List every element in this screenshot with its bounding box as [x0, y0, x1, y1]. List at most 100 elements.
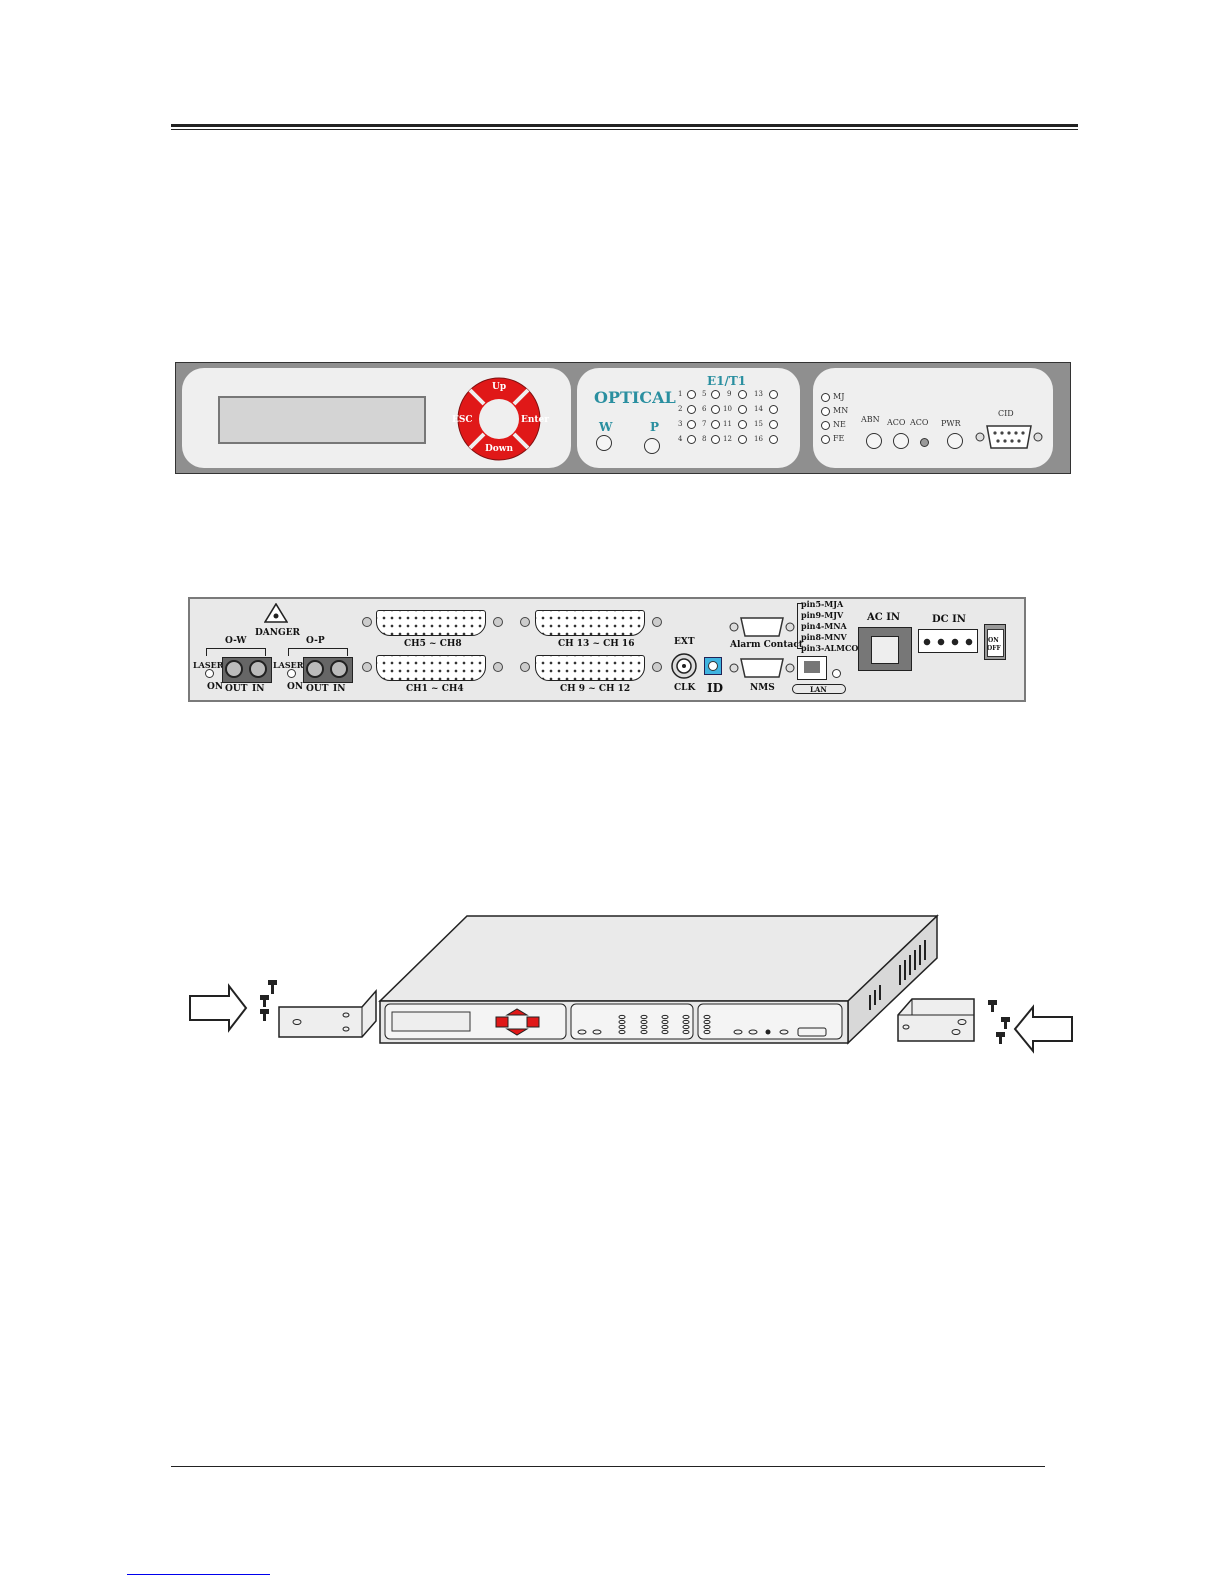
ow-bracket [206, 648, 266, 656]
aco-led-label: ACO [887, 418, 906, 427]
led-port [687, 390, 696, 399]
led-port [769, 405, 778, 414]
screw [520, 662, 530, 672]
screws-right-icon [988, 1000, 1010, 1044]
led-op-laser [287, 669, 296, 678]
front-section-display: Up ESC Enter Down [182, 368, 571, 468]
footer-link-underline[interactable] [127, 1574, 270, 1575]
keypad-mini-icon [495, 1008, 540, 1036]
pin-label: pin8-MNV [801, 632, 847, 642]
key-enter[interactable]: Enter [521, 415, 550, 425]
screw [520, 617, 530, 627]
bnc-connector-icon[interactable] [670, 652, 698, 680]
switch-on-label: ON [988, 637, 999, 644]
led-port [711, 390, 720, 399]
front-panel-diagram: Up ESC Enter Down OPTICAL W P E1/T1 1 2 … [175, 362, 1071, 474]
led-aco [893, 433, 909, 449]
led-port [738, 420, 747, 429]
connector-ch5-ch8[interactable] [376, 610, 486, 636]
keypad-icon [457, 377, 541, 461]
ch1-ch4-label: CH1 ~ CH4 [406, 684, 464, 694]
led-ow-laser [205, 669, 214, 678]
port-label: 12 [723, 435, 732, 443]
led-port [738, 435, 747, 444]
port-label: 6 [702, 405, 707, 413]
port-label: 16 [754, 435, 763, 443]
danger-label: DANGER [255, 628, 301, 638]
port-label: 7 [702, 420, 707, 428]
led-port [769, 420, 778, 429]
cid-db9-connector-icon[interactable] [975, 422, 1043, 452]
port-label: 3 [678, 420, 683, 428]
header-rule-thin [171, 129, 1078, 130]
lan-port[interactable] [797, 656, 827, 680]
connector-ch9-ch12[interactable] [535, 655, 645, 681]
lan-label: LAN [810, 685, 827, 694]
lan-frame [792, 684, 846, 694]
led-optical-w [596, 435, 612, 451]
led-port [711, 435, 720, 444]
front-section-status: OPTICAL W P E1/T1 1 2 3 4 5 6 7 8 9 10 1… [577, 368, 800, 468]
id-rotary-switch[interactable] [704, 657, 722, 675]
ac-inlet-socket-icon [871, 636, 899, 664]
port-label: 13 [754, 390, 763, 398]
led-port [769, 435, 778, 444]
op-in-port[interactable] [330, 660, 348, 678]
lan-port-socket-icon [804, 661, 820, 673]
pin-bracket [797, 603, 803, 649]
port-label: 15 [754, 420, 763, 428]
ch5-ch8-label: CH5 ~ CH8 [404, 639, 462, 649]
led-fe [821, 435, 830, 444]
led-mn [821, 407, 830, 416]
port-label: 8 [702, 435, 707, 443]
ow-on-label: ON [207, 682, 224, 692]
ac-in-label: AC IN [867, 612, 901, 623]
port-label: 14 [754, 405, 763, 413]
op-in-label: IN [333, 684, 346, 694]
led-optical-p [644, 438, 660, 454]
led-pwr [947, 433, 963, 449]
op-out-port[interactable] [306, 660, 324, 678]
op-bracket [288, 648, 348, 656]
key-down[interactable]: Down [485, 444, 514, 454]
optical-w-label: W [599, 420, 613, 434]
cid-label: CID [998, 409, 1014, 418]
screw [362, 617, 372, 627]
dc-terminal-block[interactable] [918, 629, 978, 653]
id-label: ID [707, 681, 724, 695]
led-label: FE [833, 434, 845, 443]
screw [652, 617, 662, 627]
led-port [711, 420, 720, 429]
alarm-contact-db9-icon[interactable] [729, 616, 795, 638]
port-label: 1 [678, 390, 683, 398]
port-label: 5 [702, 390, 707, 398]
pwr-label: PWR [941, 419, 961, 428]
aco-button[interactable] [920, 438, 929, 447]
screw [493, 617, 503, 627]
port-label: 9 [727, 390, 732, 398]
nms-db9-icon[interactable] [729, 657, 795, 679]
ow-out-port[interactable] [225, 660, 243, 678]
chassis-top-icon [378, 915, 939, 1002]
ch13-ch16-label: CH 13 ~ CH 16 [558, 639, 635, 649]
connector-ch13-ch16[interactable] [535, 610, 645, 636]
id-switch-knob-icon [708, 661, 718, 671]
led-port [738, 405, 747, 414]
rack-mount-illustration [189, 914, 1073, 1054]
footer-rule [171, 1466, 1045, 1467]
header-rule [171, 124, 1078, 127]
ow-in-port[interactable] [249, 660, 267, 678]
led-abn [866, 433, 882, 449]
aco-button-label: ACO [910, 418, 929, 427]
key-up[interactable]: Up [492, 382, 507, 392]
pin-label: pin4-MNA [801, 621, 847, 631]
insert-arrow-left-icon [189, 983, 248, 1033]
connector-ch1-ch4[interactable] [376, 655, 486, 681]
ac-inlet[interactable] [858, 627, 912, 671]
key-esc[interactable]: ESC [452, 415, 473, 425]
power-switch[interactable]: ON OFF [984, 624, 1006, 660]
op-on-label: ON [287, 682, 304, 692]
led-label: NE [833, 420, 846, 429]
screw [493, 662, 503, 672]
led-lan [832, 669, 841, 678]
